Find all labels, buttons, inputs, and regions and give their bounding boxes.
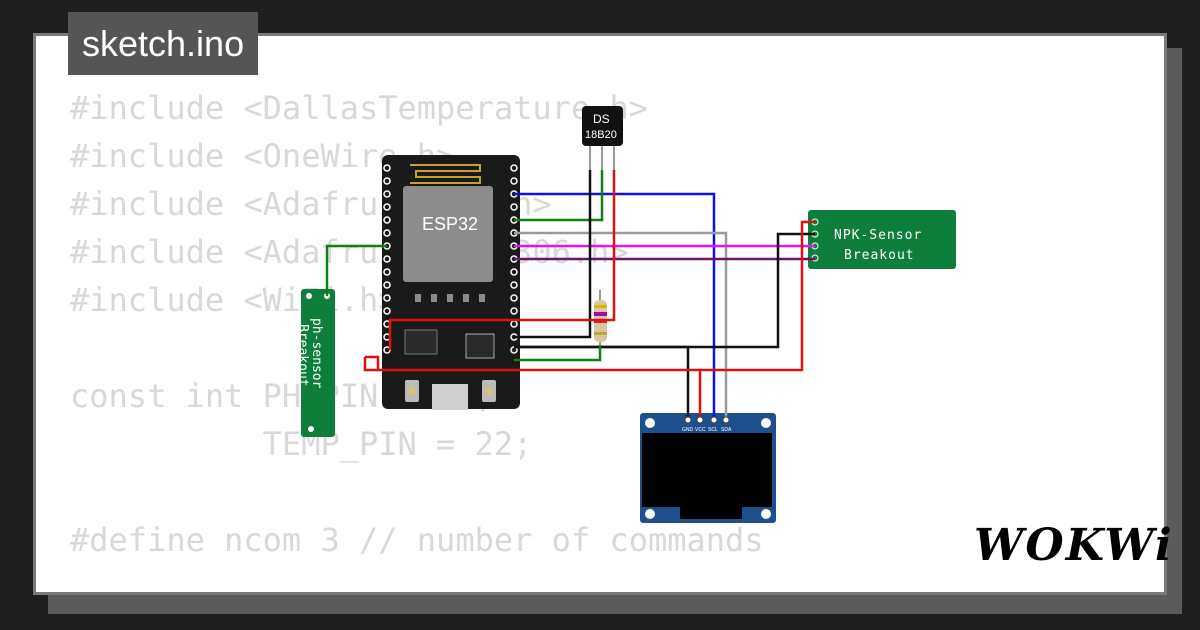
esp32-module (403, 186, 493, 282)
oled-pin-label-scl: SCL (708, 427, 718, 433)
wire-red-npk[interactable] (363, 220, 815, 372)
oled-pin-label-vcc: VCC (695, 427, 706, 433)
wire-green-ph[interactable] (325, 244, 387, 296)
wokwi-logo: WOKWi (974, 520, 1174, 571)
wire-black-npk[interactable] (514, 232, 815, 349)
oled-pin-label-gnd: GND (682, 427, 694, 433)
ds18b20-sensor[interactable]: DS 18B20 (582, 106, 623, 170)
ds18b20-label-2: 18B20 (585, 129, 617, 141)
ph-label-2: Breakout (295, 324, 310, 387)
usb-port (432, 384, 468, 410)
oled-display[interactable]: GND VCC SCL SDA (640, 413, 776, 523)
code-line: #define ncom 3 // number of commands (70, 521, 764, 559)
wire-gray[interactable] (514, 231, 728, 420)
wire-green-ds[interactable] (514, 170, 604, 222)
wire-black-oled[interactable] (514, 345, 690, 420)
wire-red-ds[interactable] (388, 170, 616, 350)
code-line: TEMP_PIN = 22; (70, 425, 533, 463)
wire-green-res[interactable] (514, 345, 602, 362)
esp32-label: ESP32 (422, 214, 478, 234)
esp32-board[interactable]: ESP32 (382, 155, 520, 410)
antenna-icon (410, 164, 481, 184)
npk-sensor-breakout[interactable]: NPK-Sensor Breakout (808, 210, 956, 269)
file-tab[interactable]: sketch.ino (68, 12, 259, 75)
oled-screen (642, 433, 772, 507)
oled-pin-label-sda: SDA (721, 427, 732, 433)
wire-black-ds[interactable] (514, 170, 592, 339)
ph-label-1: ph-sensor (309, 318, 324, 389)
ds18b20-label-1: DS (593, 112, 610, 126)
code-line: #include <WiFi.h> (70, 281, 398, 319)
ph-sensor-breakout[interactable]: ph-sensor Breakout (295, 289, 335, 437)
wire-blue[interactable] (514, 192, 716, 420)
code-line: #include <DallasTemperature.h> (70, 89, 648, 127)
npk-label-1: NPK-Sensor (834, 228, 922, 243)
wires (325, 170, 815, 420)
npk-label-2: Breakout (844, 248, 915, 263)
